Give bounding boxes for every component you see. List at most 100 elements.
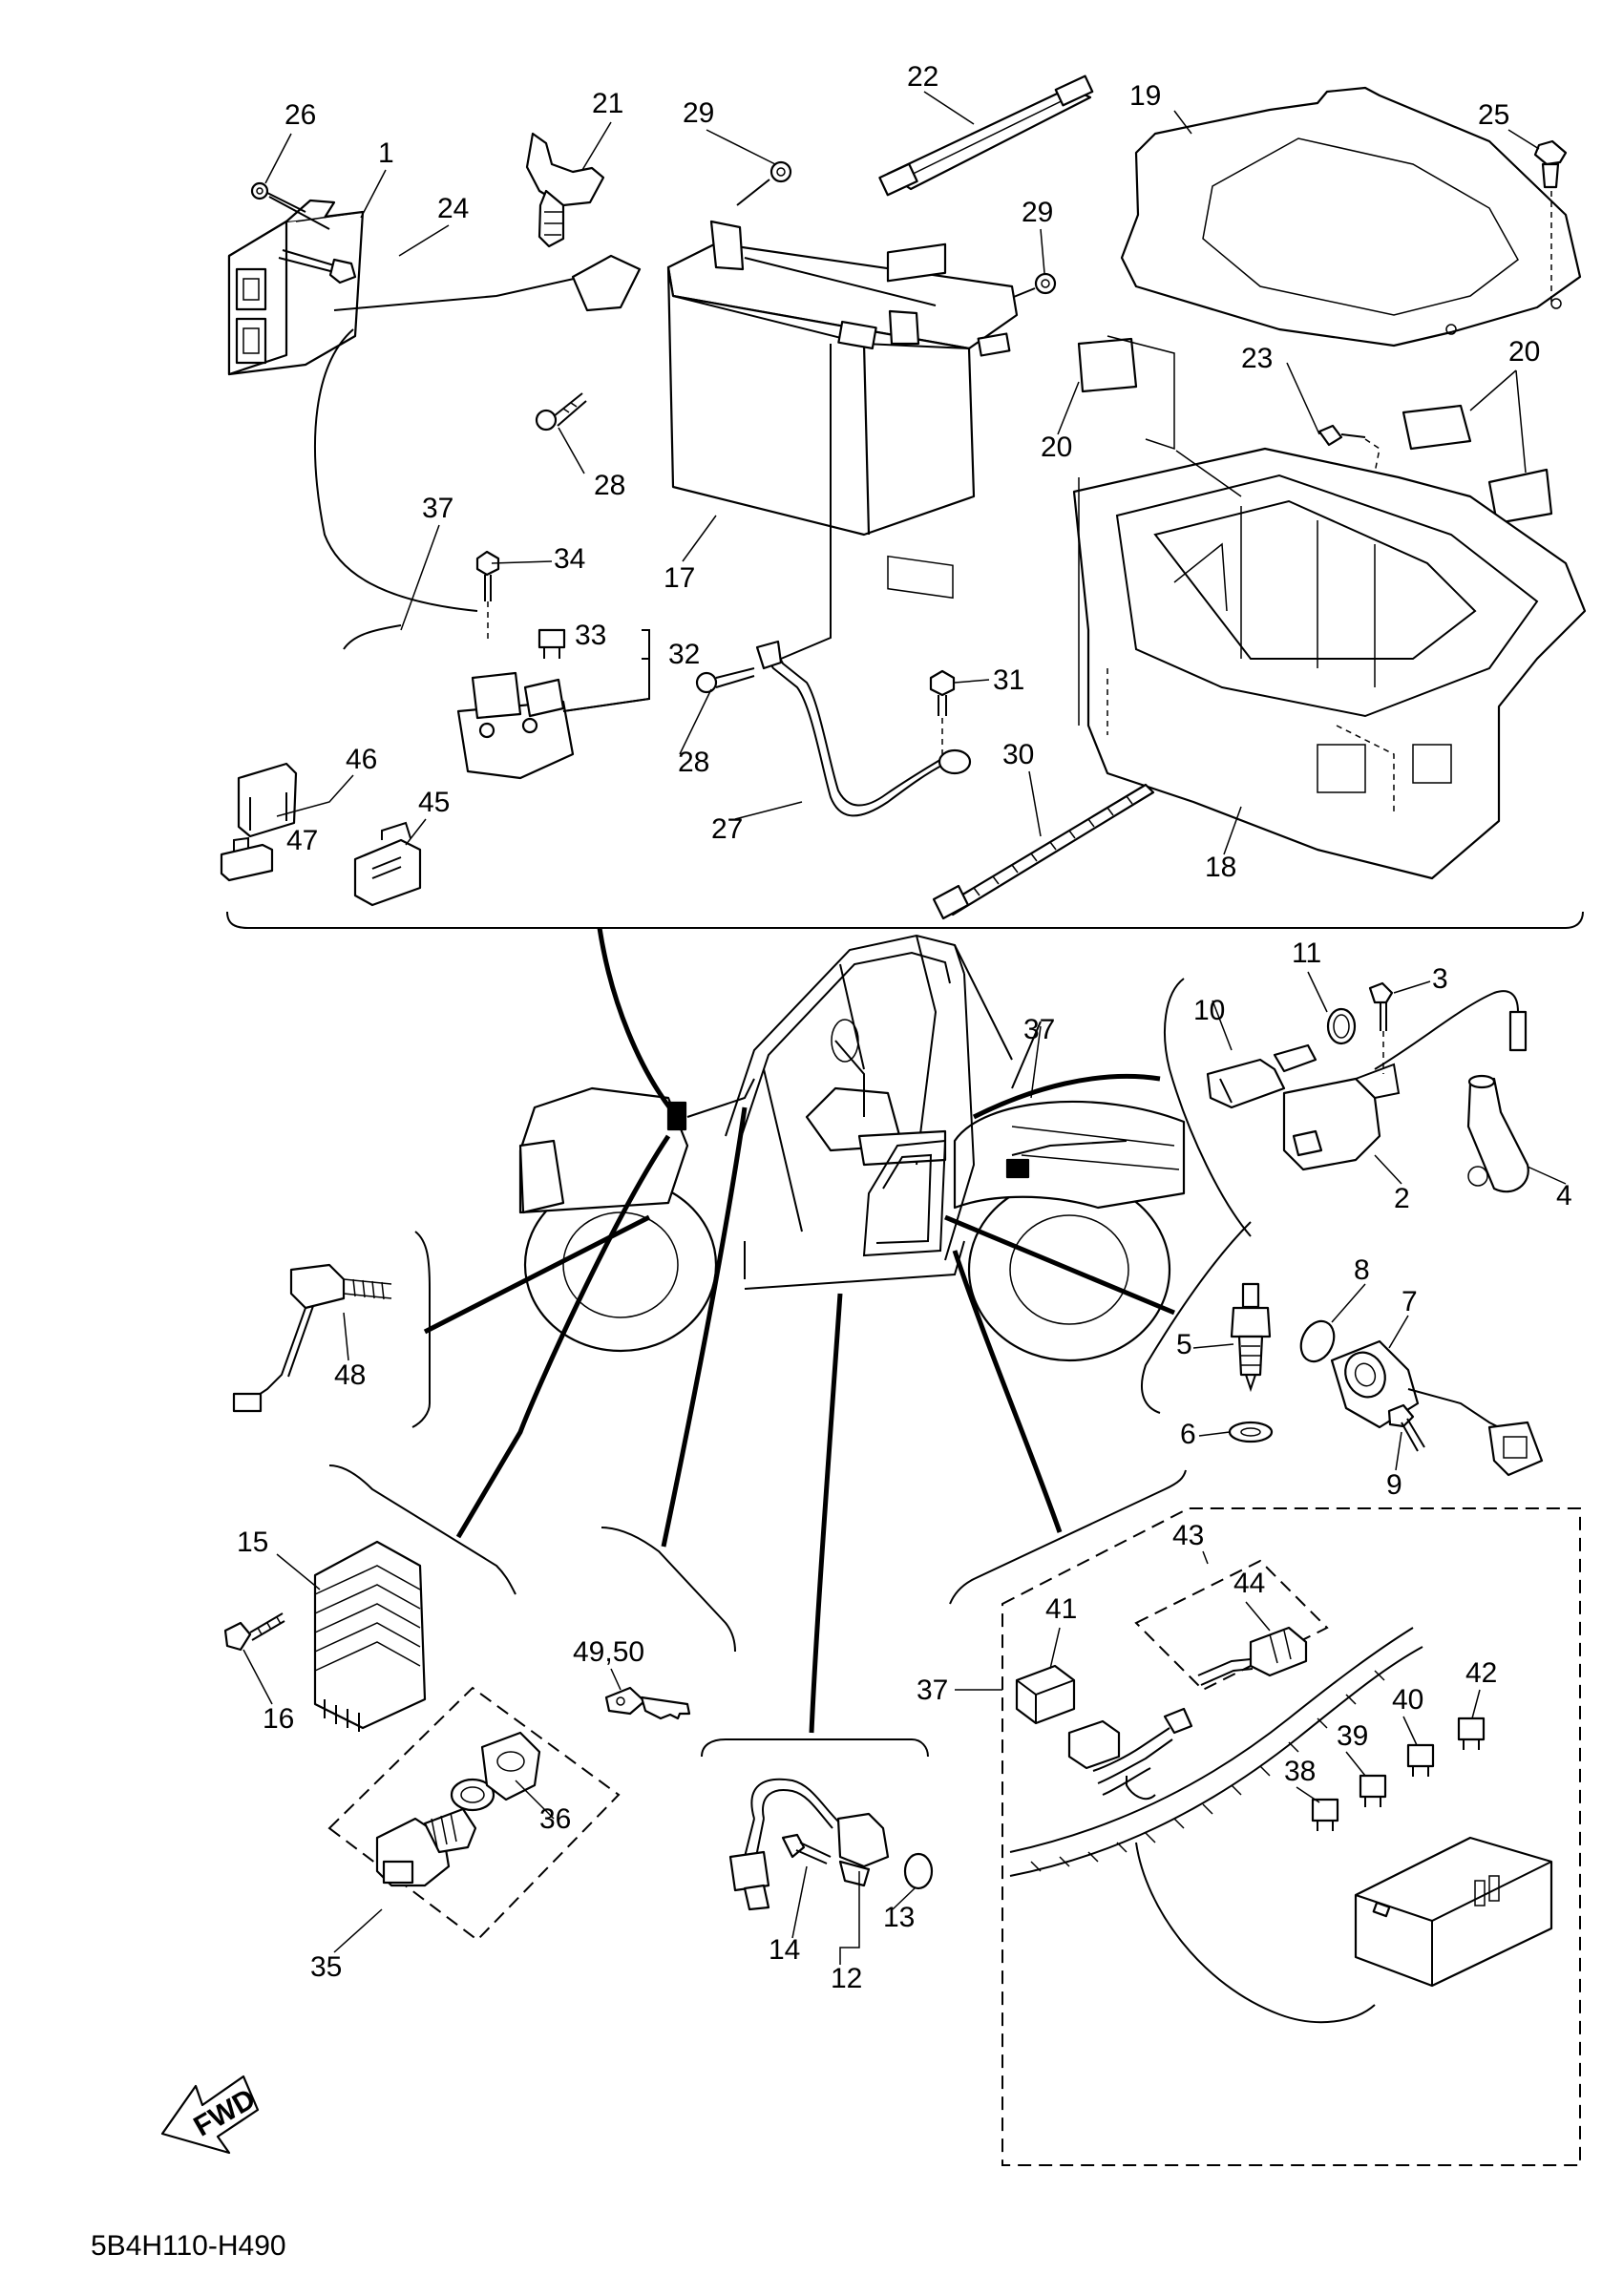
part-7-sensor-body	[1330, 1339, 1544, 1477]
callout-20a: 20	[1041, 432, 1072, 463]
callout-45: 45	[418, 787, 450, 818]
part-39-fuse	[1359, 1774, 1387, 1807]
part-2-ignition-coil	[1282, 990, 1528, 1171]
callout-7: 7	[1402, 1286, 1418, 1317]
callout-20b: 20	[1508, 336, 1540, 368]
callout-49-50: 49,50	[573, 1636, 644, 1668]
callout-18: 18	[1205, 852, 1236, 883]
callout-29b: 29	[1022, 197, 1053, 228]
part-23-screw	[1317, 424, 1390, 536]
part-1-ecu-unit	[227, 199, 365, 376]
part-11-o-ring	[1326, 1007, 1357, 1045]
part-10-sensor	[1206, 1043, 1317, 1109]
callout-12: 12	[831, 1963, 862, 1994]
callout-48: 48	[334, 1359, 366, 1391]
callout-5: 5	[1176, 1329, 1192, 1360]
callout-46: 46	[346, 744, 377, 775]
part-3-bolt	[1368, 981, 1394, 1074]
part-29-nut-a	[736, 160, 792, 206]
callout-9: 9	[1386, 1469, 1402, 1501]
part-38-fuse	[1311, 1798, 1339, 1831]
part-27-battery-lead	[755, 344, 972, 817]
callout-32: 32	[668, 639, 700, 670]
part-9-bolt	[1387, 1403, 1425, 1452]
callout-44: 44	[1233, 1568, 1265, 1599]
part-44-lead	[1197, 1626, 1308, 1686]
part-32-starter-relay	[456, 629, 650, 780]
part-16-bolt	[223, 1612, 285, 1652]
callout-30: 30	[1002, 739, 1034, 770]
callout-38: 38	[1284, 1756, 1316, 1787]
callout-3: 3	[1432, 963, 1448, 995]
callout-29a: 29	[683, 97, 714, 129]
part-30-cable-tie	[932, 783, 1155, 920]
group-37-wire-harness	[1001, 1507, 1581, 2166]
part-33-fuse	[537, 628, 566, 659]
callout-13: 13	[883, 1902, 915, 1933]
part-31-bolt	[929, 669, 956, 754]
callout-43: 43	[1172, 1520, 1204, 1551]
callout-22: 22	[907, 61, 938, 93]
part-15-rectifier-regulator	[313, 1540, 427, 1732]
callout-36: 36	[539, 1803, 571, 1835]
callout-40: 40	[1392, 1684, 1423, 1716]
callout-42: 42	[1465, 1657, 1497, 1689]
part-22-strap	[878, 74, 1094, 197]
callout-39: 39	[1337, 1720, 1368, 1752]
callout-34: 34	[554, 543, 585, 575]
part-8-o-ring	[1299, 1319, 1336, 1363]
bracket-spark-plug	[1141, 1221, 1252, 1414]
callout-14: 14	[769, 1934, 800, 1966]
part-17-battery	[666, 220, 1019, 600]
callout-4: 4	[1556, 1180, 1572, 1211]
callout-16: 16	[263, 1703, 294, 1735]
part-24-bolt	[268, 196, 357, 284]
fwd-arrow-icon: FWD	[160, 2075, 261, 2155]
callout-47: 47	[286, 825, 318, 856]
part-28-bolt-a	[535, 392, 587, 432]
part-14-bolt	[781, 1833, 832, 1864]
part-41-relay	[1015, 1664, 1076, 1725]
part-45-coupler	[353, 821, 422, 907]
callout-37c: 37	[917, 1675, 948, 1706]
part-26-nut	[250, 181, 306, 213]
callout-31: 31	[993, 664, 1024, 696]
callout-labels: 1 2 3 4 5 6 7 8 9 10 11 12 13 14 15 16 1…	[237, 61, 1572, 1994]
part-49-50-key	[604, 1686, 691, 1720]
part-25-rivet	[1533, 139, 1568, 302]
leader-lines	[423, 927, 1175, 1734]
callout-17: 17	[664, 562, 695, 594]
callout-15: 15	[237, 1527, 268, 1558]
part-28-bolt-b	[695, 667, 755, 694]
part-21-clamp	[525, 132, 605, 248]
part-20-pad-a	[1077, 335, 1175, 451]
group-35-36-main-switch	[327, 1686, 621, 1942]
bracket-harness	[949, 1469, 1187, 1605]
part-34-bolt	[475, 550, 500, 640]
part-46-coupler-cover	[237, 762, 298, 838]
callout-28a: 28	[594, 470, 625, 501]
callout-23: 23	[1241, 343, 1273, 374]
bracket-ignition	[1164, 978, 1252, 1237]
callout-41: 41	[1045, 1593, 1077, 1625]
top-section-bracket	[226, 911, 1584, 929]
part-48-sensor	[232, 1263, 392, 1413]
part-13-o-ring	[903, 1852, 934, 1890]
part-42-fuse	[1457, 1717, 1486, 1750]
part-12-speed-sensor	[728, 1778, 890, 1911]
bracket-speed-sensor	[701, 1738, 929, 1758]
callout-26: 26	[285, 99, 316, 131]
bracket-48	[411, 1231, 431, 1428]
part-20-pad-b	[1402, 404, 1472, 451]
callout-6: 6	[1180, 1419, 1196, 1450]
callout-24: 24	[437, 193, 469, 224]
callout-1: 1	[378, 137, 394, 169]
callout-37a: 37	[422, 493, 453, 524]
diagram-code: 5B4H110-H490	[91, 2230, 286, 2262]
part-19-battery-cover	[1120, 86, 1582, 348]
part-6-gasket	[1228, 1421, 1274, 1443]
bracket-key	[601, 1527, 736, 1653]
part-47-coupler	[220, 836, 274, 882]
callout-2: 2	[1394, 1183, 1410, 1214]
